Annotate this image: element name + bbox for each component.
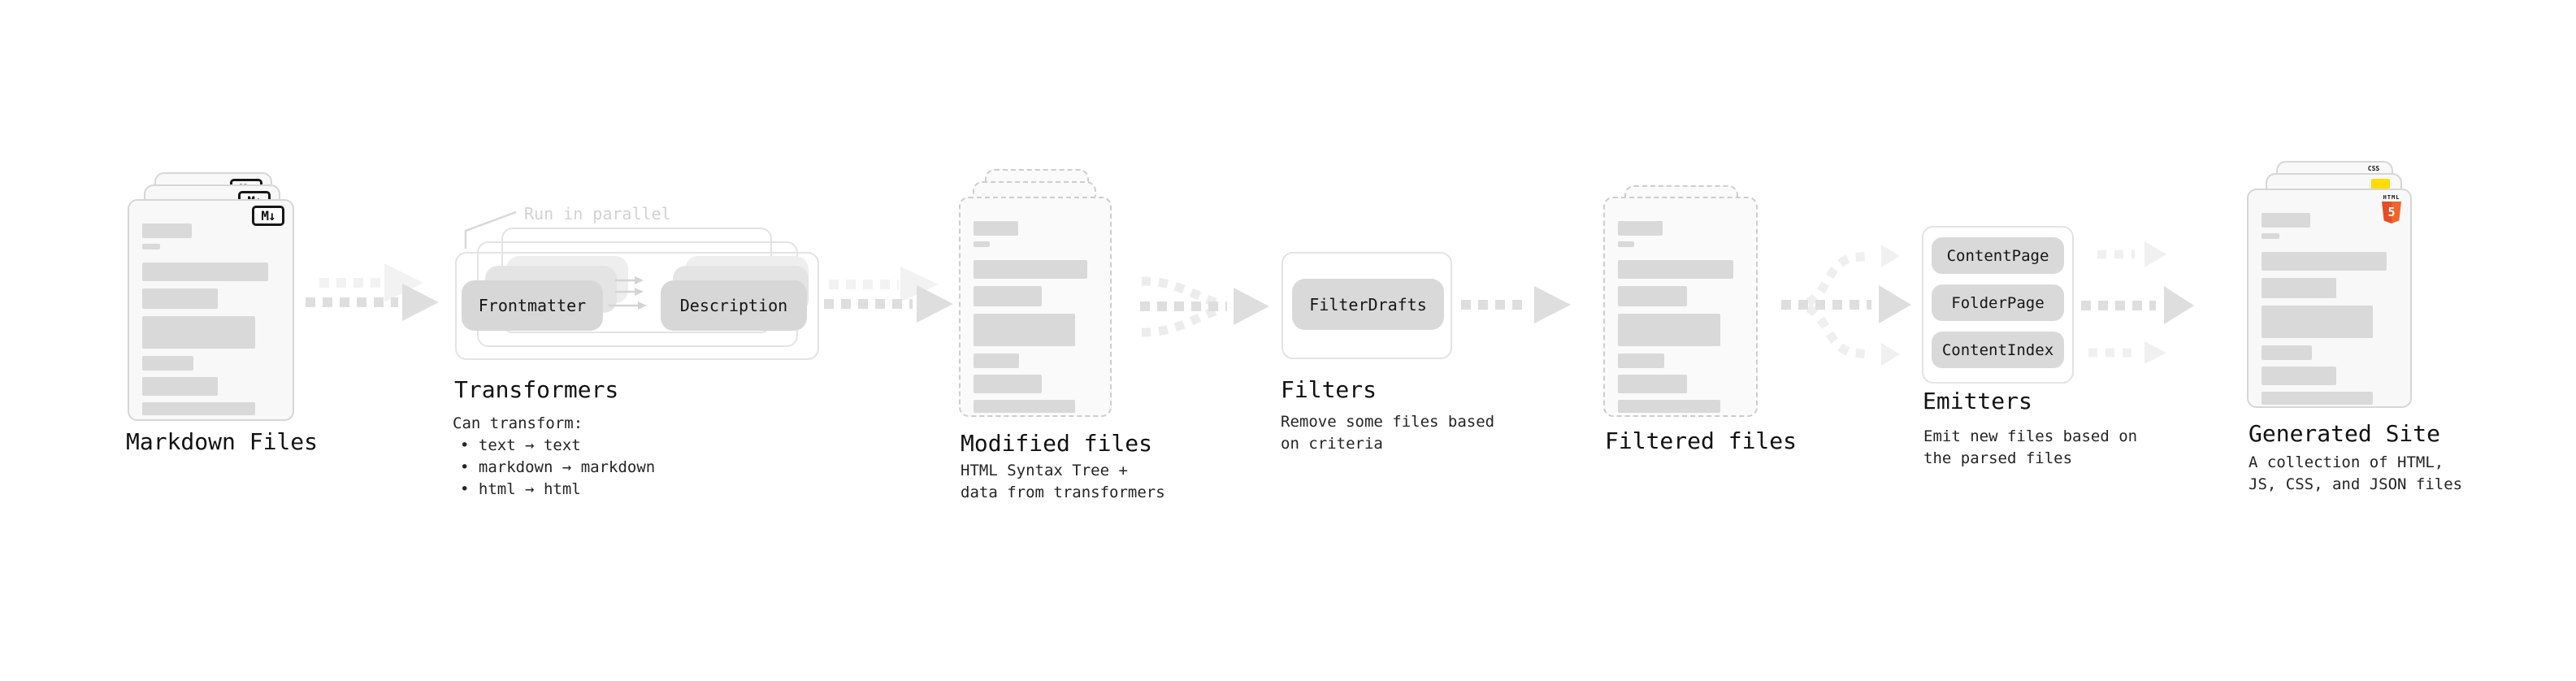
doc-bar bbox=[142, 356, 193, 371]
stage-markdown-files: M↓ M↓ M↓ bbox=[128, 172, 294, 421]
modified-files-title: Modified files bbox=[961, 430, 1153, 457]
filters-desc: Remove some files based on criteria bbox=[1281, 411, 1494, 455]
transformers-box-front bbox=[455, 252, 819, 360]
stage-generated-site: CSS HTML 5 bbox=[2247, 161, 2412, 408]
markdown-icon: M↓ bbox=[252, 206, 284, 226]
html5-icon: HTML 5 bbox=[2381, 194, 2402, 223]
filterdrafts-pill: FilterDrafts bbox=[1292, 279, 1444, 330]
stage-filtered-files bbox=[1603, 185, 1758, 417]
html5-shield: 5 bbox=[2382, 202, 2401, 223]
desc-line: the parsed files bbox=[1923, 449, 2073, 467]
arrow-emitters-to-generated bbox=[2081, 241, 2194, 364]
markdown-file-card-front: M↓ bbox=[128, 199, 294, 421]
modified-file-card-front bbox=[959, 197, 1112, 417]
doc-bar bbox=[974, 375, 1042, 393]
doc-bar bbox=[1618, 260, 1733, 279]
desc-line: Remove some files based bbox=[1281, 413, 1495, 431]
desc-line: • html → html bbox=[460, 480, 581, 498]
emitters-title: Emitters bbox=[1923, 388, 2032, 414]
doc-placeholder-bars bbox=[1618, 221, 1743, 413]
doc-bar bbox=[974, 400, 1075, 413]
doc-bar bbox=[142, 377, 218, 396]
arrow-filtered-to-emitters bbox=[1781, 245, 1911, 366]
doc-bar bbox=[974, 314, 1075, 346]
doc-bar bbox=[2262, 252, 2387, 271]
doc-bar bbox=[974, 260, 1087, 279]
desc-line: A collection of HTML, bbox=[2249, 453, 2444, 471]
desc-line: HTML Syntax Tree + bbox=[961, 462, 1128, 479]
doc-bar bbox=[142, 223, 192, 238]
css-label: CSS bbox=[2367, 165, 2380, 172]
doc-bar bbox=[1618, 400, 1721, 413]
run-in-parallel-note: Run in parallel bbox=[524, 204, 671, 223]
doc-placeholder-bars bbox=[974, 221, 1097, 413]
doc-bar bbox=[974, 241, 990, 247]
doc-bar bbox=[2262, 392, 2373, 405]
parallel-transform-arrows bbox=[609, 276, 647, 310]
filtered-files-title: Filtered files bbox=[1605, 427, 1798, 454]
filters-title: Filters bbox=[1281, 376, 1377, 403]
js-icon bbox=[2371, 179, 2390, 190]
modified-files-desc: HTML Syntax Tree + data from transformer… bbox=[961, 460, 1165, 504]
doc-bar bbox=[974, 354, 1020, 368]
transformers-title: Transformers bbox=[454, 376, 619, 403]
emitters-desc: Emit new files based on the parsed files bbox=[1923, 426, 2137, 470]
doc-bar bbox=[2262, 233, 2279, 239]
desc-line: data from transformers bbox=[961, 484, 1165, 501]
doc-bar bbox=[1618, 354, 1664, 368]
folderpage-pill: FolderPage bbox=[1932, 284, 2064, 321]
frontmatter-pill: Frontmatter bbox=[462, 280, 603, 331]
generated-file-card-front: HTML 5 bbox=[2247, 189, 2412, 408]
arrow-transformers-to-modified bbox=[824, 267, 953, 323]
doc-bar bbox=[2262, 213, 2311, 228]
doc-bar bbox=[974, 221, 1018, 236]
doc-bar bbox=[142, 262, 269, 281]
doc-bar bbox=[2262, 367, 2336, 385]
doc-bar bbox=[974, 286, 1042, 306]
desc-line: • text → text bbox=[460, 436, 581, 454]
desc-line: • markdown → markdown bbox=[460, 458, 656, 476]
desc-line: JS, CSS, and JSON files bbox=[2249, 475, 2463, 493]
doc-placeholder-bars bbox=[2262, 213, 2397, 405]
description-pill: Description bbox=[661, 280, 807, 331]
desc-line: Emit new files based on bbox=[1923, 427, 2138, 445]
note-leader-line bbox=[464, 210, 517, 249]
doc-bar bbox=[1618, 314, 1721, 346]
doc-bar bbox=[2262, 278, 2336, 298]
stage-modified-files bbox=[959, 169, 1112, 417]
doc-bar bbox=[142, 244, 160, 249]
contentpage-pill: ContentPage bbox=[1932, 237, 2064, 274]
filtered-file-card-front bbox=[1603, 197, 1758, 417]
html5-label: HTML bbox=[2383, 194, 2400, 201]
doc-bar bbox=[2262, 345, 2312, 360]
doc-bar bbox=[1618, 221, 1663, 236]
arrow-modified-to-filters bbox=[1140, 276, 1269, 337]
doc-bar bbox=[142, 402, 255, 415]
doc-bar bbox=[1618, 375, 1687, 393]
doc-bar bbox=[1618, 286, 1687, 306]
doc-bar bbox=[142, 316, 255, 349]
doc-bar bbox=[2262, 306, 2373, 338]
doc-placeholder-bars bbox=[142, 223, 280, 415]
desc-line: on criteria bbox=[1281, 435, 1383, 453]
arrow-markdown-to-transformers bbox=[306, 263, 439, 321]
desc-line: Can transform: bbox=[453, 414, 583, 432]
doc-bar bbox=[1618, 241, 1635, 247]
contentindex-pill: ContentIndex bbox=[1932, 332, 2064, 368]
arrow-filters-to-filtered bbox=[1461, 286, 1571, 323]
doc-bar bbox=[142, 288, 218, 309]
markdown-files-title: Markdown Files bbox=[126, 428, 319, 455]
html5-number: 5 bbox=[2387, 205, 2396, 219]
generated-site-desc: A collection of HTML, JS, CSS, and JSON … bbox=[2249, 452, 2462, 496]
transformers-desc: Can transform: • text → text • markdown … bbox=[453, 413, 655, 501]
generated-site-title: Generated Site bbox=[2249, 420, 2441, 447]
